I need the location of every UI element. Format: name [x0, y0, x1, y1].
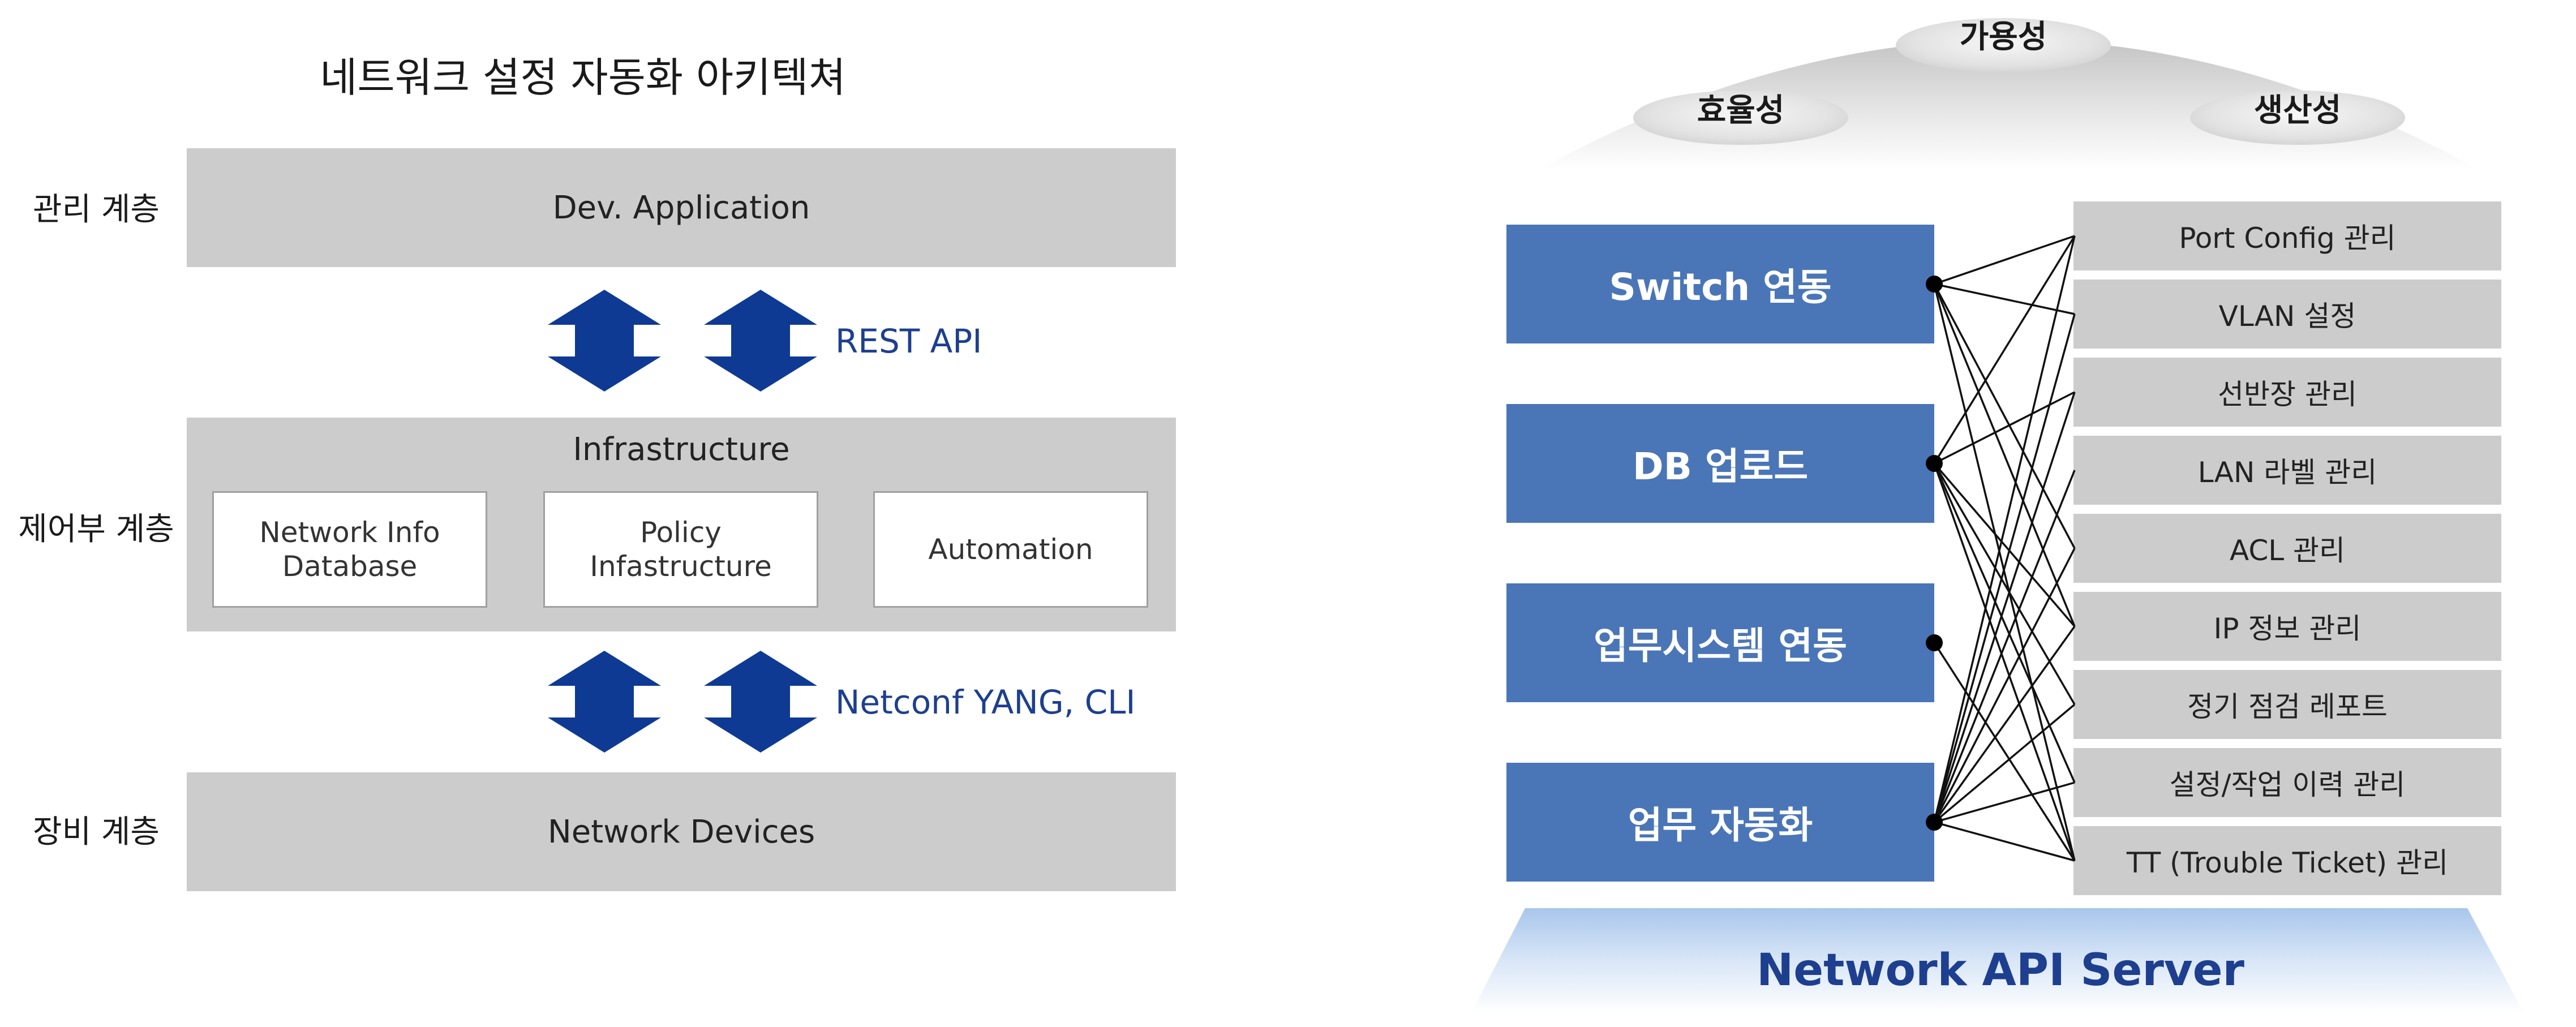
dev-application-band: Dev. Application [187, 148, 1176, 267]
connection-line [1933, 235, 2076, 464]
network-devices-band: Network Devices [187, 772, 1176, 891]
connection-line [1933, 470, 2076, 823]
connection-line [1933, 283, 2076, 627]
efficiency-label: 효율성 [1697, 92, 1785, 129]
dev-application-label: Dev. Application [552, 189, 810, 226]
network-devices-label: Network Devices [547, 813, 815, 850]
dome-oval-left [1633, 91, 1848, 145]
connection-line [1933, 283, 2076, 861]
connection-line [1933, 463, 2076, 783]
connection-line [1933, 313, 2076, 823]
network-info-database-box: Network Info Database [212, 491, 487, 608]
architecture-title: 네트워크 설정 자동화 아키텍쳐 [320, 53, 846, 101]
automation-line1: Automation [928, 533, 1093, 566]
connection-line [1933, 235, 2076, 823]
feature-lan-label: LAN 라벨 관리 [2073, 436, 2501, 505]
feature-acl: ACL 관리 [2073, 514, 2501, 583]
connection-line [1933, 392, 2076, 823]
connection-line [1934, 821, 2075, 862]
netconf-arrow-1-icon [548, 651, 661, 753]
connection-line [1934, 283, 2075, 315]
rest-api-label: REST API [835, 322, 982, 360]
connection-line [1934, 781, 2075, 823]
connection-line [1934, 235, 2075, 285]
dome-oval-right [2190, 91, 2405, 145]
dome-oval-top [1896, 18, 2111, 72]
connection-line [1934, 391, 2075, 465]
server-base [1471, 908, 2524, 1013]
connector-dot [1926, 634, 1943, 651]
policy-infrastructure-line1: Policy [640, 516, 722, 549]
network-info-database-line2: Database [282, 550, 418, 583]
connection-line [1933, 703, 2076, 823]
connection-line [1933, 642, 2076, 861]
function-switch-integration: Switch 연동 [1506, 225, 1934, 343]
infrastructure-band: Infrastructure Network Info Database Pol… [187, 418, 1176, 631]
layer-label-control: 제어부 계층 [18, 510, 174, 548]
rest-api-arrow-1-icon [548, 290, 661, 392]
network-api-server-label: Network API Server [1756, 945, 2245, 996]
policy-infrastructure-box: Policy Infastructure [543, 491, 818, 608]
infrastructure-label: Infrastructure [573, 431, 790, 468]
feature-inspection-report: 정기 점검 레포트 [2073, 670, 2501, 739]
function-business-automation: 업무 자동화 [1506, 763, 1934, 882]
policy-infrastructure-line2: Infastructure [590, 550, 772, 583]
connector-dot [1926, 814, 1943, 831]
layer-label-device: 장비 계층 [33, 813, 160, 850]
feature-vlan-setting: VLAN 설정 [2073, 280, 2501, 349]
connection-line [1933, 625, 2076, 823]
function-db-upload: DB 업로드 [1506, 404, 1934, 523]
connection-line [1933, 283, 2076, 549]
connector-dot [1926, 455, 1943, 472]
connection-line [1933, 548, 2076, 823]
function-business-system-integration: 업무시스템 연동 [1506, 583, 1934, 702]
connection-line [1933, 462, 2076, 628]
feature-port-config: Port Config 관리 [2073, 201, 2501, 270]
netconf-arrow-2-icon [704, 651, 817, 753]
netconf-label: Netconf YANG, CLI [835, 683, 1136, 721]
right-panel-graphics [1471, 18, 2524, 1013]
productivity-label: 생산성 [2253, 92, 2342, 129]
network-info-database-line1: Network Info [259, 516, 440, 549]
rest-api-arrow-2-icon [704, 290, 817, 392]
feature-work-history: 설정/작업 이력 관리 [2073, 748, 2501, 817]
connector-dot [1926, 276, 1943, 293]
connection-line [1933, 463, 2076, 861]
feature-trouble-ticket: TT (Trouble Ticket) 관리 [2073, 826, 2501, 895]
automation-box: Automation [873, 491, 1148, 608]
layer-label-management: 관리 계층 [33, 191, 160, 228]
connection-line [1933, 463, 2076, 705]
feature-rack-management: 선반장 관리 [2073, 358, 2501, 427]
feature-ip-info: IP 정보 관리 [2073, 592, 2501, 661]
availability-label: 가용성 [1959, 18, 2047, 55]
